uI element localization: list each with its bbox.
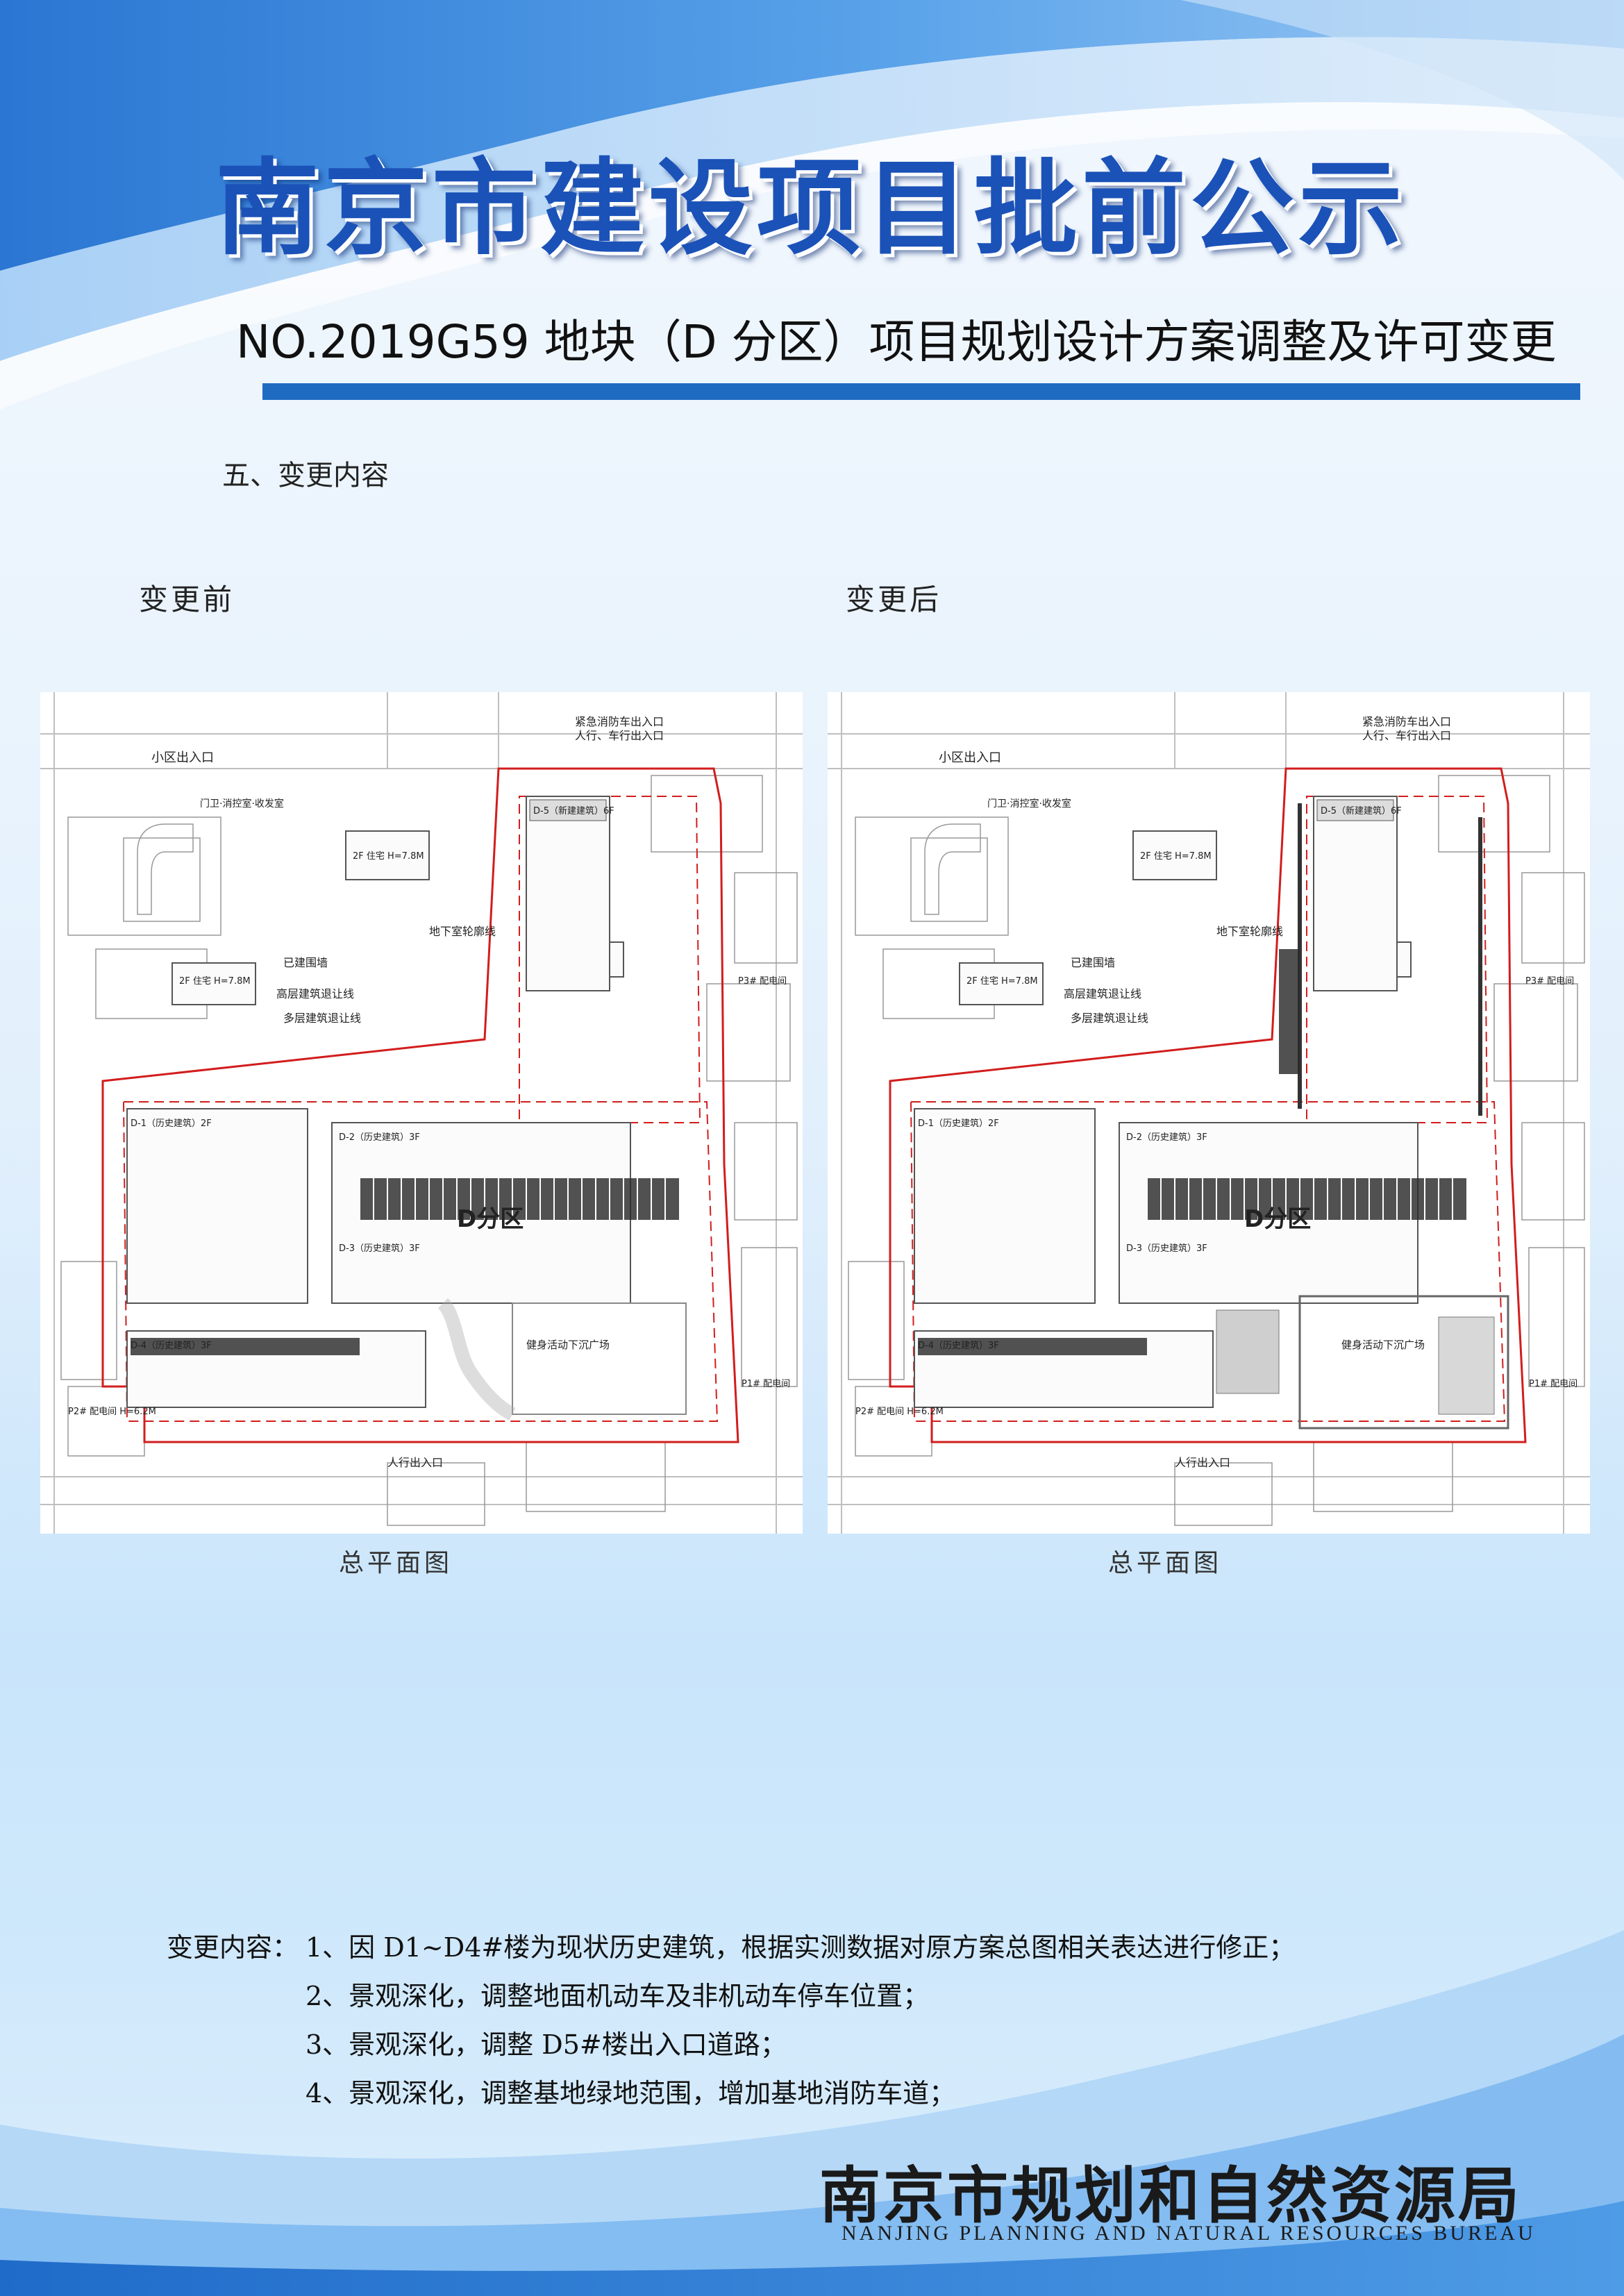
sunken-plaza [437, 1298, 687, 1421]
label-gate-house: 门卫·消控室·收发室 [200, 798, 284, 810]
change-text: 4、景观深化，调整基地绿地范围，增加基地消防车道； [305, 2078, 956, 2109]
label-basement: 地下室轮廓线 [429, 925, 496, 938]
label-high-setback: 高层建筑退让线 [276, 987, 354, 1000]
label-multi-setback: 多层建筑退让线 [283, 1012, 361, 1025]
label-fire-entrance-sub: 人行、车行出入口 [575, 729, 664, 742]
label-pedestrian-entrance: 人行出入口 [1175, 1456, 1230, 1469]
page-title: 南京市建设项目批前公示 [215, 147, 1407, 269]
label-d4: D-4（历史建筑）3F [131, 1340, 212, 1351]
plan-labels: D分区 小区出入口 紧急消防车出入口 人行、车行出入口 人行出入口 门卫·消控室… [855, 715, 1577, 1469]
sunken-plaza [1216, 1295, 1509, 1430]
label-p3: P3# 配电间 [1525, 976, 1574, 987]
building-d2-d3 [1119, 1122, 1466, 1304]
label-multi-setback: 多层建筑退让线 [1071, 1012, 1148, 1025]
change-list: 变更内容： 1、因 D1~D4#楼为现状历史建筑，根据实测数据对原方案总图相关表… [167, 1923, 1295, 2118]
label-p1: P1# 配电间 [742, 1379, 790, 1389]
building-d1 [126, 1108, 308, 1304]
zone-label: D分区 [457, 1205, 524, 1233]
label-d3: D-3（历史建筑）3F [1126, 1243, 1207, 1254]
label-community-entrance: 小区出入口 [151, 751, 214, 765]
label-d2: D-2（历史建筑）3F [1126, 1132, 1207, 1143]
label-p2: P2# 配电间 H=6.2M [68, 1407, 156, 1417]
change-item: 4、景观深化，调整基地绿地范围，增加基地消防车道； [167, 2069, 1295, 2118]
change-text: 2、景观深化，调整地面机动车及非机动车停车位置； [305, 1981, 930, 2011]
label-d3: D-3（历史建筑）3F [339, 1243, 420, 1254]
change-text: 3、景观深化，调整 D5#楼出入口道路； [305, 2029, 787, 2060]
label-fire-entrance: 紧急消防车出入口 [1362, 715, 1451, 728]
label-p3: P3# 配电间 [738, 976, 787, 987]
change-list-lead: 变更内容： [167, 1932, 299, 1963]
label-plaza: 健身活动下沉广场 [1341, 1339, 1425, 1351]
project-subtitle: NO.2019G59 地块（D 分区）项目规划设计方案调整及许可变更 [236, 315, 1557, 369]
building-d5 [1279, 796, 1398, 1074]
label-basement: 地下室轮廓线 [1216, 925, 1283, 938]
section-heading: 五、变更内容 [222, 460, 389, 492]
label-p2: P2# 配电间 H=6.2M [855, 1407, 944, 1417]
label-gate-house: 门卫·消控室·收发室 [987, 798, 1071, 810]
building-d4 [126, 1330, 426, 1408]
building-d5 [526, 796, 610, 991]
plan-labels: D分区 小区出入口 紧急消防车出入口 人行、车行出入口 人行出入口 门卫·消控室… [68, 715, 790, 1469]
label-d4: D-4（历史建筑）3F [918, 1340, 999, 1351]
bureau-name: 南京市规划和自然资源局 [819, 2159, 1523, 2231]
label-plaza: 健身活动下沉广场 [526, 1339, 610, 1351]
bureau-name-english: NANJING PLANNING AND NATURAL RESOURCES B… [842, 2222, 1536, 2245]
subtitle-underline [262, 383, 1580, 400]
label-after-change: 变更后 [846, 583, 942, 617]
label-p1: P1# 配电间 [1529, 1379, 1577, 1389]
label-before-change: 变更前 [139, 583, 235, 617]
site-plan-after: D分区 小区出入口 紧急消防车出入口 人行、车行出入口 人行出入口 门卫·消控室… [828, 692, 1590, 1534]
building-d1 [914, 1108, 1096, 1304]
caption-after: 总平面图 [1108, 1549, 1223, 1577]
other-buildings [171, 830, 624, 1005]
building-d2-d3 [331, 1122, 679, 1304]
change-item: 变更内容： 1、因 D1~D4#楼为现状历史建筑，根据实测数据对原方案总图相关表… [167, 1923, 1295, 1972]
label-community-entrance: 小区出入口 [939, 751, 1001, 765]
label-d2: D-2（历史建筑）3F [339, 1132, 420, 1143]
surrounding-roads [828, 692, 1590, 1534]
label-fire-entrance-sub: 人行、车行出入口 [1362, 729, 1451, 742]
site-boundary [101, 767, 739, 1443]
label-residence-a: 2F 住宅 H=7.8M [353, 851, 424, 862]
surrounding-roads [40, 692, 803, 1534]
label-d1: D-1（历史建筑）2F [918, 1118, 999, 1129]
label-d5: D-5（新建建筑）6F [1321, 805, 1402, 816]
label-residence-a: 2F 住宅 H=7.8M [1140, 851, 1212, 862]
change-item: 2、景观深化，调整地面机动车及非机动车停车位置； [167, 1972, 1295, 2020]
label-built-wall: 已建围墙 [1071, 956, 1115, 969]
change-item: 3、景观深化，调整 D5#楼出入口道路； [167, 2020, 1295, 2069]
label-high-setback: 高层建筑退让线 [1064, 987, 1141, 1000]
label-d1: D-1（历史建筑）2F [131, 1118, 212, 1129]
label-built-wall: 已建围墙 [283, 956, 328, 969]
change-text: 1、因 D1~D4#楼为现状历史建筑，根据实测数据对原方案总图相关表达进行修正； [305, 1932, 1296, 1963]
site-plan-before: D分区 小区出入口 紧急消防车出入口 人行、车行出入口 人行出入口 门卫·消控室… [40, 692, 803, 1534]
label-d5: D-5（新建建筑）6F [533, 805, 614, 816]
caption-before: 总平面图 [339, 1549, 453, 1577]
zone-label: D分区 [1244, 1205, 1311, 1233]
label-residence-b: 2F 住宅 H=7.8M [966, 976, 1038, 987]
building-d4 [914, 1330, 1214, 1408]
label-fire-entrance: 紧急消防车出入口 [575, 715, 664, 728]
label-pedestrian-entrance: 人行出入口 [387, 1456, 443, 1469]
label-residence-b: 2F 住宅 H=7.8M [179, 976, 251, 987]
